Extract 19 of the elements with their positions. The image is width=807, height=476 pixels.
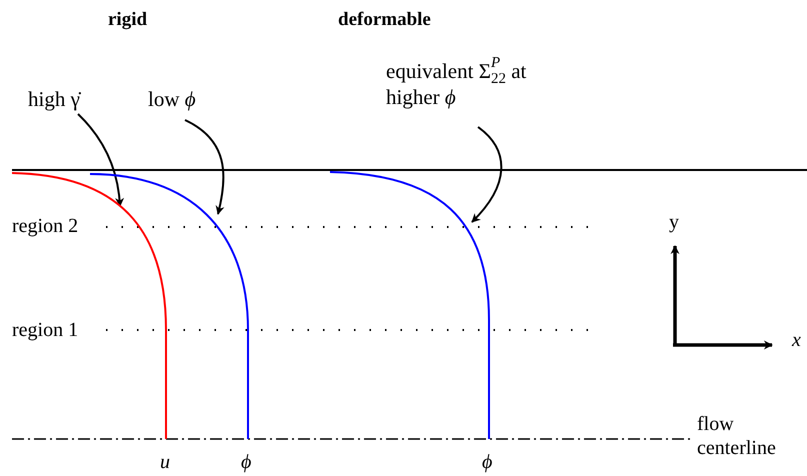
leader-line (184, 119, 224, 215)
profile-curve (329, 170, 491, 440)
label-text: region 2 (12, 214, 78, 238)
label-text: flow centerline (697, 412, 777, 460)
profile-curve (89, 172, 250, 440)
label-text: u (160, 450, 170, 474)
label-text: y (669, 210, 679, 234)
leader-line (77, 113, 124, 207)
label-text: region 1 (12, 318, 78, 342)
label-text: deformable (338, 8, 431, 32)
label-text: ϕ (241, 450, 252, 474)
leader-line (471, 126, 502, 223)
annotation-text: high γ̇ (28, 86, 128, 112)
annotation-text: low ϕ (148, 86, 238, 112)
annotation-text: equivalent Σ$^{P}$$_{22}$ at higher ϕ (386, 58, 546, 110)
label-text: rigid (108, 8, 148, 32)
label-text: ϕ (482, 450, 492, 474)
label-text: x (792, 328, 801, 352)
profile-curve (11, 171, 168, 440)
